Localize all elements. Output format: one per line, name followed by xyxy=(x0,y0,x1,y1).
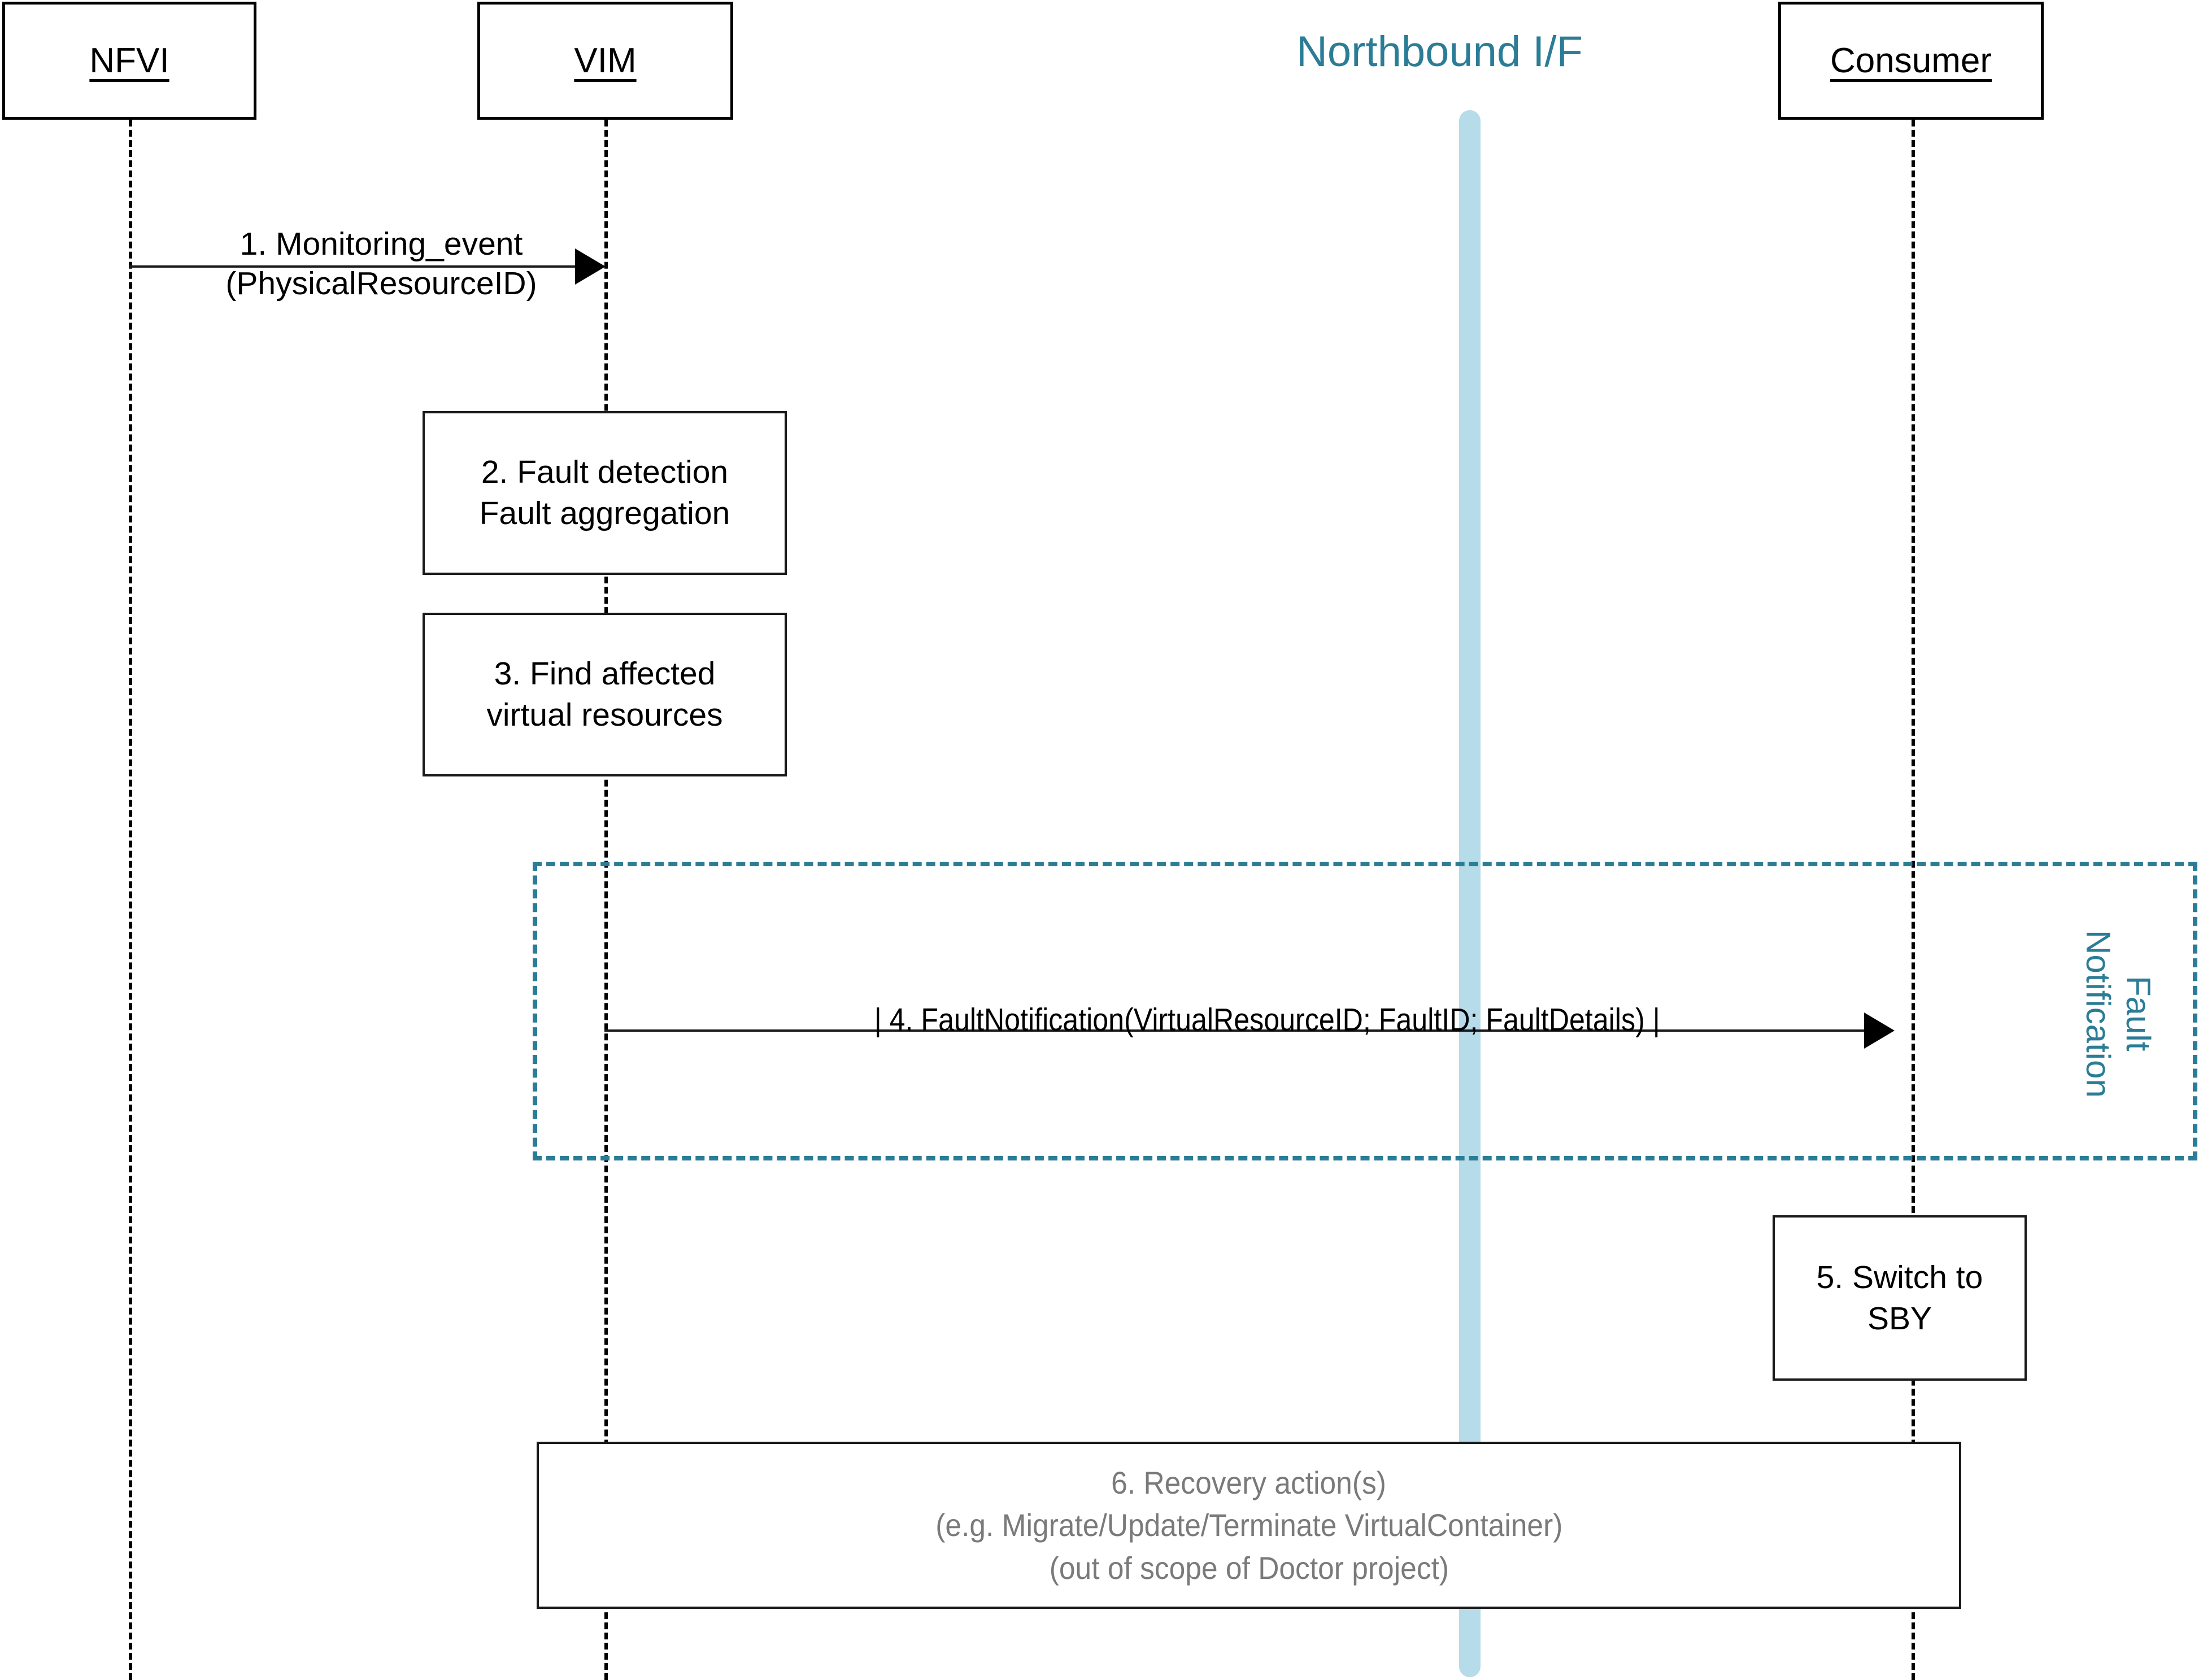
actor-label-consumer: Consumer xyxy=(1830,41,1992,80)
northbound-interface-bar xyxy=(1459,110,1481,1677)
message-4-label: | 4. FaultNotification(VirtualResourceID… xyxy=(874,1002,1660,1038)
action-3-line2: virtual resources xyxy=(486,697,723,733)
lifeline-nfvi xyxy=(129,120,132,1680)
actor-box-nfvi[interactable]: NFVI xyxy=(2,2,256,120)
frame-label-line2: Notification xyxy=(2079,930,2118,1098)
action-3-line1: 3. Find affected xyxy=(494,656,716,692)
actor-box-vim[interactable]: VIM xyxy=(477,2,733,120)
action-2-line1: 2. Fault detection xyxy=(481,454,729,491)
lifeline-consumer xyxy=(1912,120,1915,1680)
action-6-line2: (e.g. Migrate/Update/Terminate VirtualCo… xyxy=(935,1507,1563,1543)
message-1-line xyxy=(129,265,586,268)
action-box-find-affected-resources[interactable]: 3. Find affected virtual resources xyxy=(423,613,787,776)
action-5-line2: SBY xyxy=(1867,1300,1932,1337)
actor-label-nfvi: NFVI xyxy=(89,41,169,80)
message-4-arrowhead xyxy=(1864,1013,1895,1049)
message-1-label-line2: (PhysicalResourceID) xyxy=(225,265,537,302)
action-box-recovery-actions[interactable]: 6. Recovery action(s) (e.g. Migrate/Upda… xyxy=(537,1442,1961,1609)
action-2-line2: Fault aggregation xyxy=(479,495,730,531)
message-1-label: 1. Monitoring_event (PhysicalResourceID) xyxy=(201,225,562,303)
frame-label-line1: Fault xyxy=(2119,976,2157,1051)
action-6-line1: 6. Recovery action(s) xyxy=(1111,1464,1387,1500)
message-4-line xyxy=(604,1029,1875,1032)
action-box-fault-detection[interactable]: 2. Fault detection Fault aggregation xyxy=(423,411,787,575)
action-6-line3: (out of scope of Doctor project) xyxy=(1049,1550,1449,1586)
actor-label-vim: VIM xyxy=(574,41,637,80)
northbound-interface-title: Northbound I/F xyxy=(1296,28,1583,76)
action-box-switch-to-sby[interactable]: 5. Switch to SBY xyxy=(1773,1215,2027,1381)
actor-box-consumer[interactable]: Consumer xyxy=(1778,2,2044,120)
fault-notification-frame xyxy=(533,862,2197,1160)
message-1-arrowhead xyxy=(575,248,606,285)
lifeline-vim xyxy=(604,120,608,1680)
action-5-line1: 5. Switch to xyxy=(1816,1259,1983,1295)
message-1-label-line1: 1. Monitoring_event xyxy=(240,226,523,262)
fault-notification-frame-label: Fault Notification xyxy=(2067,904,2158,1124)
